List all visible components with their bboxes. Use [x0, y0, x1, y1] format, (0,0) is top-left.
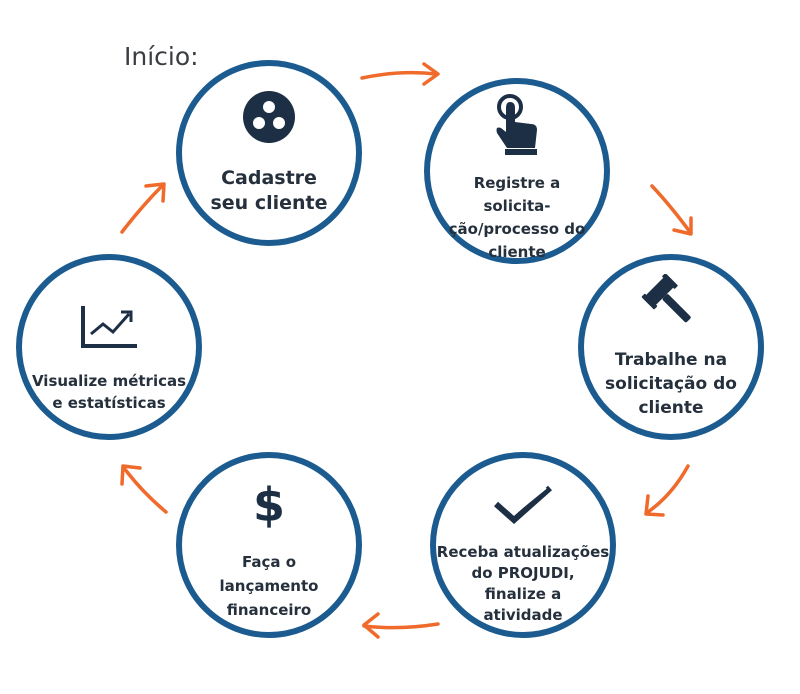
chart-trend-icon [81, 306, 137, 348]
arrow-2-to-3 [650, 184, 692, 234]
arrow-2-to-3-head [672, 216, 693, 236]
gavel-icon [641, 274, 691, 323]
step-label: Trabalhe na solicitação do cliente [605, 350, 737, 418]
step-financial-entry: $ Faça o lançamento financeiro [176, 452, 362, 638]
checkmark-icon [494, 485, 552, 524]
arrow-5-to-6-head [120, 464, 142, 486]
arrow-5-to-6 [122, 466, 168, 514]
step-receive-updates: Receba atualizações do PROJUDI, finalize… [430, 452, 616, 638]
users-circle-icon [243, 91, 295, 143]
arrow-4-to-5 [362, 622, 440, 630]
arrow-3-to-4-head [644, 494, 665, 517]
arrow-6-to-1-head [144, 182, 166, 203]
step-label: Visualize métricas e estatísticas [31, 372, 187, 412]
step-label: Cadastre seu cliente [210, 167, 328, 214]
dollar-icon: $ [252, 478, 286, 532]
step-label: Faça o lançamento financeiro [219, 553, 319, 619]
arrow-1-to-2-head [422, 62, 440, 86]
step-label: Registre a solicita- ção/processo do cli… [448, 174, 586, 261]
step-view-metrics: Visualize métricas e estatísticas [16, 254, 202, 440]
step-register-client: Cadastre seu cliente [176, 60, 362, 246]
arrow-1-to-2 [360, 70, 438, 80]
step-label: Receba atualizações do PROJUDI, finalize… [436, 543, 610, 624]
touch-hand-icon [496, 94, 537, 155]
arrow-4-to-5-head [362, 612, 380, 639]
step-work-request: Trabalhe na solicitação do cliente [578, 254, 764, 440]
step-register-request: Registre a solicita- ção/processo do cli… [424, 78, 610, 264]
arrow-6-to-1 [120, 184, 164, 234]
start-label: Início: [124, 42, 199, 71]
arrow-3-to-4 [646, 464, 690, 514]
